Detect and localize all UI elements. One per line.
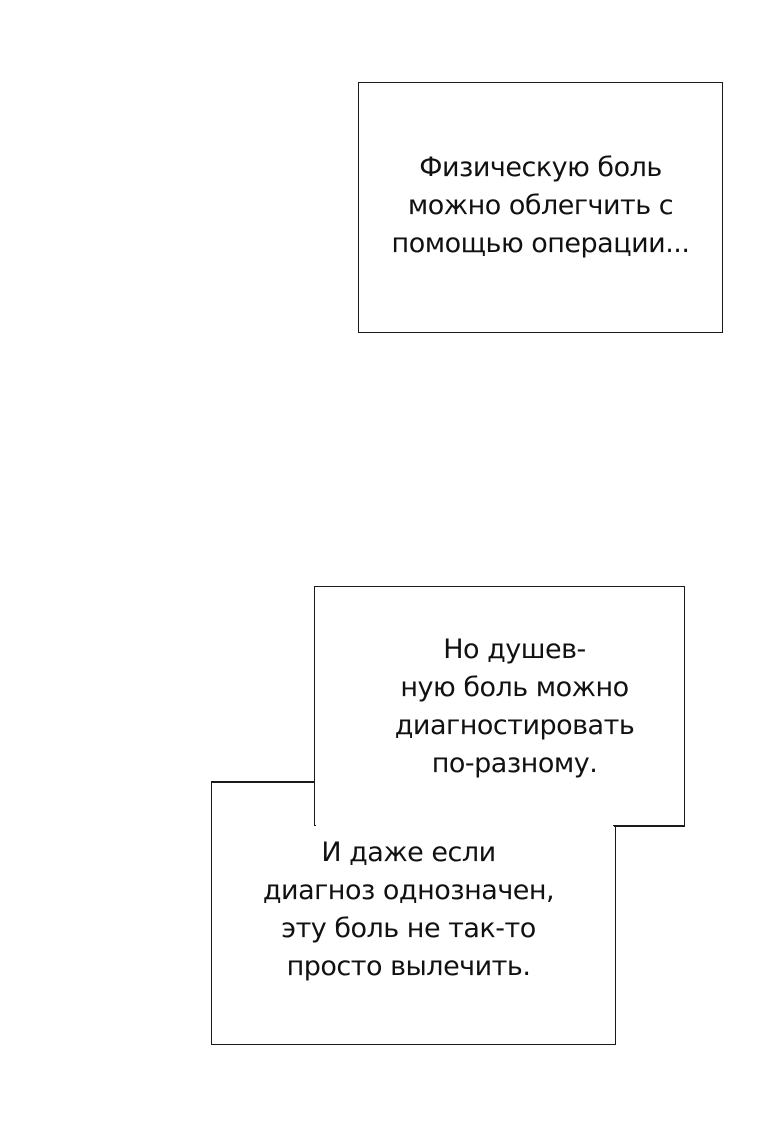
narration-line: ную боль можно: [400, 672, 629, 703]
panel-border-segment: [614, 825, 685, 827]
narration-line: по-разному.: [431, 748, 598, 779]
narration-line: можно облегчить с: [407, 190, 674, 221]
narration-line: Физическую боль: [419, 152, 662, 183]
narration-line: диагностировать: [394, 710, 635, 741]
panel-merge-mask: [315, 780, 613, 830]
narration-line: эту боль не так-то: [281, 913, 536, 944]
narration-text: Физическую боль можно облегчить с помощь…: [359, 149, 722, 263]
panel-border-segment: [211, 781, 315, 783]
narration-line: Но душев-: [443, 634, 586, 665]
narration-text: Но душев- ную боль можно диагностировать…: [345, 631, 684, 783]
narration-line: просто вылечить.: [286, 951, 531, 982]
narration-line: диагноз однозначен,: [262, 875, 555, 906]
narration-box-middle: Но душев- ную боль можно диагностировать…: [314, 586, 685, 826]
narration-text: И даже если диагноз однозначен, эту боль…: [202, 834, 615, 986]
narration-box-top: Физическую боль можно облегчить с помощь…: [358, 82, 723, 333]
narration-line: И даже если: [321, 837, 496, 868]
narration-line: помощью операции...: [391, 228, 690, 259]
